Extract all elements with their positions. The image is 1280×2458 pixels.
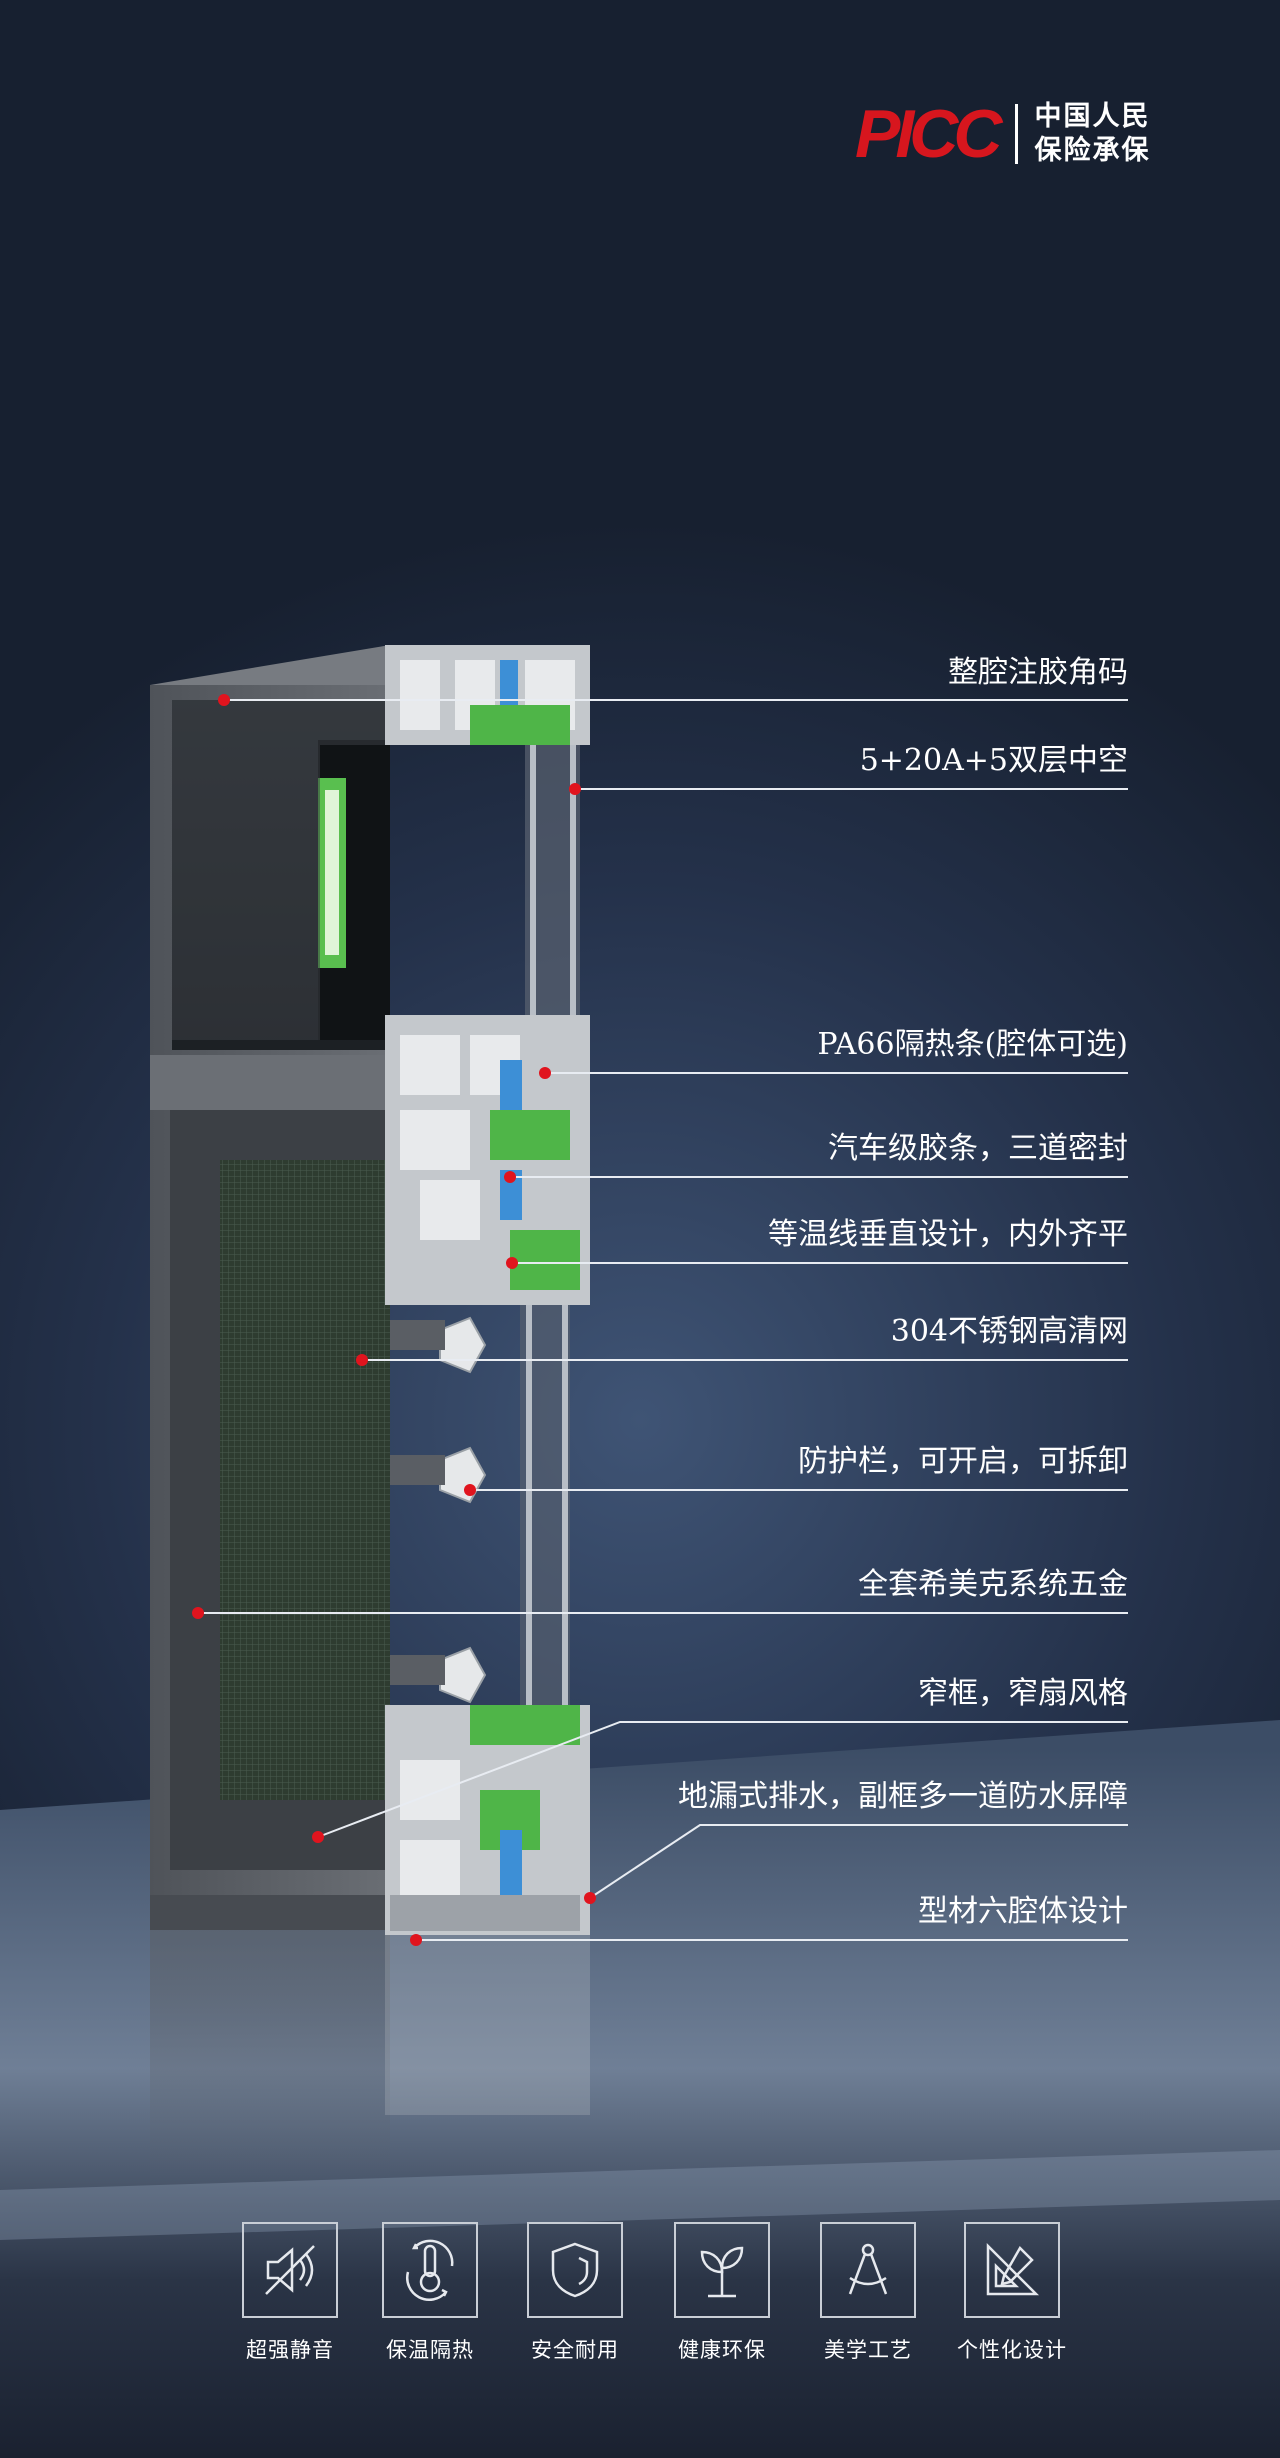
feature-soundproof: 超强静音 [225,2222,355,2364]
thermometer-cycle-icon [382,2222,478,2318]
picc-logo: PICC 中国人民 保险承保 [855,98,1150,170]
callout-dots [192,694,596,1946]
pen-ruler-icon [964,2222,1060,2318]
sprout-icon [674,2222,770,2318]
callout-steel-mesh: 304不锈钢高清网 [890,1314,1128,1349]
shield-icon [527,2222,623,2318]
compass-icon [820,2222,916,2318]
callout-corner-glue: 整腔注胶角码 [948,655,1128,690]
callout-double-glazing: 5+20A+5双层中空 [859,743,1128,778]
callout-isotherm: 等温线垂直设计，内外齐平 [768,1217,1128,1252]
feature-durable: 安全耐用 [510,2222,640,2364]
logo-text: 中国人民 保险承保 [1034,100,1150,168]
logo-divider [1015,104,1019,164]
feature-craft: 美学工艺 [803,2222,933,2364]
callout-thermal-strip: PA66隔热条(腔体可选) [817,1027,1128,1062]
window-frame [150,645,390,2180]
logo-line-1: 中国人民 [1034,101,1151,132]
feature-label: 安全耐用 [531,2338,619,2362]
profile-cross-section [385,645,590,2115]
logo-line-2: 保险承保 [1034,135,1151,166]
mute-speaker-icon [242,2222,338,2318]
callout-drainage: 地漏式排水，副框多一道防水屏障 [678,1779,1128,1814]
feature-label: 超强静音 [246,2338,334,2362]
feature-row: 超强静音 保温隔热 安全耐用 [225,2222,1066,2372]
callout-narrow-frame: 窄框，窄扇风格 [918,1676,1128,1711]
feature-insulation: 保温隔热 [365,2222,495,2364]
callout-guard-rail: 防护栏，可开启，可拆卸 [798,1444,1128,1479]
feature-label: 美学工艺 [824,2338,912,2362]
feature-eco: 健康环保 [657,2222,787,2364]
callout-hardware: 全套希美克系统五金 [858,1567,1128,1602]
feature-label: 健康环保 [678,2338,766,2362]
callout-six-chamber: 型材六腔体设计 [918,1894,1128,1929]
feature-label: 个性化设计 [957,2338,1067,2362]
logo-mark: PICC [855,96,1002,172]
feature-label: 保温隔热 [386,2338,474,2362]
callout-lines [198,699,1128,1941]
callout-seal-strips: 汽车级胶条，三道密封 [828,1131,1128,1166]
feature-custom: 个性化设计 [947,2222,1077,2364]
